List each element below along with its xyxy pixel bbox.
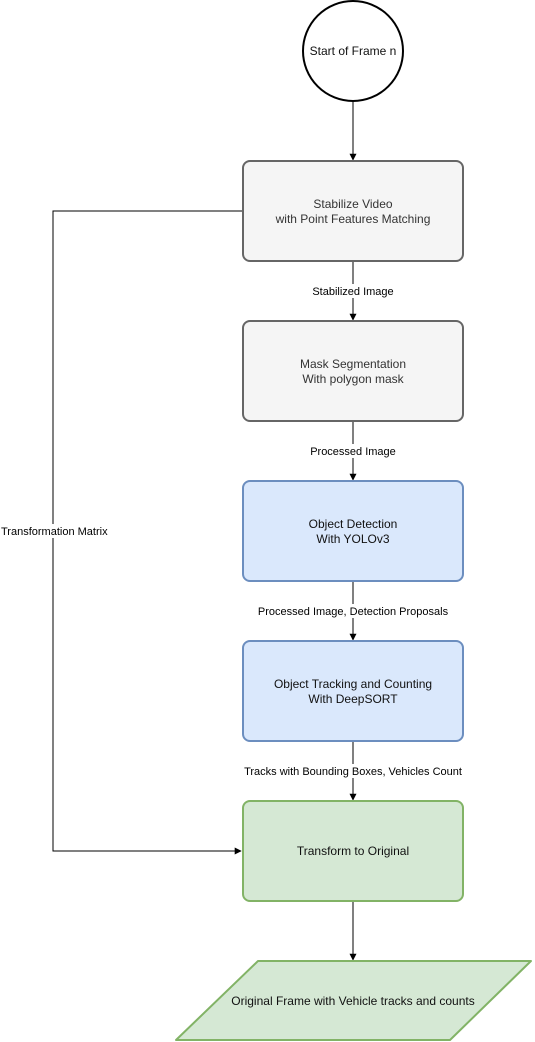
output-node: Original Frame with Vehicle tracks and c… (175, 960, 532, 1041)
edge-labels: Stabilized Image Processed Image Process… (0, 284, 464, 778)
output-node-label: Original Frame with Vehicle tracks and c… (231, 994, 474, 1008)
label-stabilized-image: Stabilized Image (312, 286, 393, 298)
detection-node-line-1: Object Detection (309, 517, 398, 531)
label-tracks-vehicles-count: Tracks with Bounding Boxes, Vehicles Cou… (244, 766, 462, 778)
transform-node-label: Transform to Original (297, 844, 409, 858)
start-node: Start of Frame n (302, 0, 404, 102)
tracking-node-line-2: With DeepSORT (308, 692, 398, 706)
mask-node-line-2: With polygon mask (302, 372, 404, 386)
detection-node-line-2: With YOLOv3 (316, 532, 389, 546)
label-processed-image: Processed Image (310, 446, 396, 458)
stabilize-node-line-2: with Point Features Matching (275, 212, 431, 226)
stabilize-node: Stabilize Video with Point Features Matc… (242, 160, 464, 262)
mask-node: Mask Segmentation With polygon mask (242, 320, 464, 422)
detection-node: Object Detection With YOLOv3 (242, 480, 464, 582)
label-detection-proposals: Processed Image, Detection Proposals (258, 606, 449, 618)
start-node-label: Start of Frame n (310, 44, 397, 58)
tracking-node: Object Tracking and Counting With DeepSO… (242, 640, 464, 742)
stabilize-node-line-1: Stabilize Video (313, 197, 392, 211)
transform-node: Transform to Original (242, 800, 464, 902)
label-transformation-matrix: Transformation Matrix (1, 526, 108, 538)
tracking-node-line-1: Object Tracking and Counting (274, 677, 432, 691)
mask-node-line-1: Mask Segmentation (300, 357, 406, 371)
